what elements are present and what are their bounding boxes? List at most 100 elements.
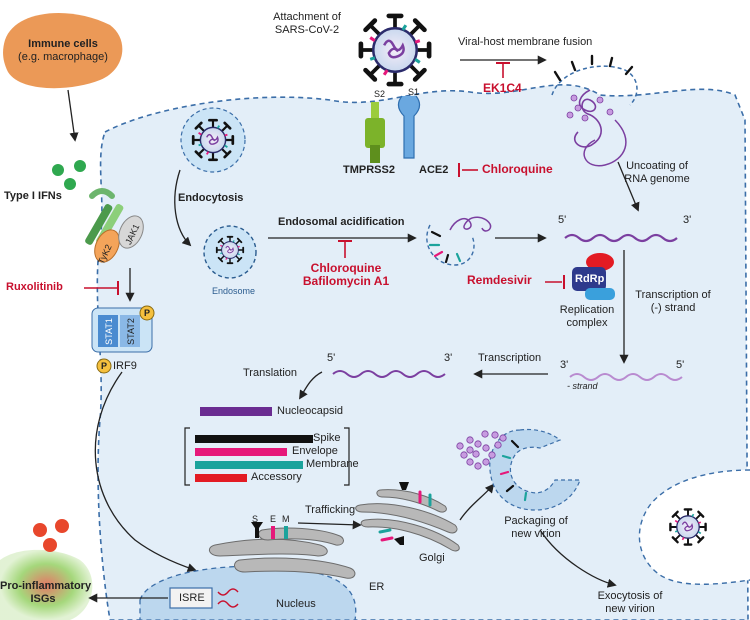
protein-bars bbox=[195, 407, 313, 482]
packaging-icon bbox=[456, 428, 581, 511]
bar-spike bbox=[195, 435, 313, 443]
s2-label: S2 bbox=[374, 89, 386, 99]
tmprss2-protease-icon bbox=[365, 102, 385, 163]
replication-line1: Replication bbox=[559, 304, 615, 316]
endosomal-acidification-label: Endosomal acidification bbox=[278, 216, 405, 228]
immune-cells-label: Immune cells (e.g. macrophage) bbox=[8, 38, 118, 64]
translation-label: Translation bbox=[243, 367, 298, 379]
acidification-inhibitors: Chloroquine Bafilomycin A1 bbox=[296, 262, 396, 288]
e-protein-label: E bbox=[270, 514, 277, 524]
bar-envelope bbox=[195, 448, 287, 456]
pro-inflammatory-label: Pro-inflammatory ISGs bbox=[0, 580, 92, 606]
pro-inflammatory-line1: Pro-inflammatory bbox=[0, 580, 92, 592]
packaging-label: Packaging of new virion bbox=[496, 515, 576, 541]
uncoating-label: Uncoating of RNA genome bbox=[612, 160, 702, 186]
uncoating-line1: Uncoating of bbox=[626, 160, 688, 172]
ek1c4-label: EK1C4 bbox=[483, 81, 522, 95]
transcription-neg-line1: Transcription of bbox=[635, 289, 711, 301]
trafficking-label: Trafficking bbox=[305, 504, 356, 516]
immune-cell-blob bbox=[3, 12, 123, 89]
mrna-strand bbox=[332, 370, 446, 378]
replication-complex-label: Replication complex bbox=[555, 304, 619, 330]
packaging-line2: new virion bbox=[511, 528, 561, 540]
endosome-icon bbox=[203, 225, 257, 279]
minus-strand-3prime: 3' bbox=[560, 359, 569, 371]
irf9-label: IRF9 bbox=[113, 360, 137, 372]
exocytosis-virion-icon bbox=[669, 508, 707, 546]
accessory-label: Accessory bbox=[251, 471, 302, 483]
immune-cells-subtitle: (e.g. macrophage) bbox=[18, 51, 108, 63]
ifn-receptor-icon bbox=[85, 188, 144, 263]
bar-membrane bbox=[195, 461, 303, 469]
isre-label: ISRE bbox=[179, 592, 205, 604]
ace2-receptor-icon bbox=[397, 95, 421, 159]
exocytosis-line1: Exocytosis of bbox=[597, 590, 663, 602]
endosome-label: Endosome bbox=[212, 286, 256, 296]
positive-strand-rna bbox=[564, 233, 678, 243]
attachment-line1: Attachment of bbox=[273, 11, 341, 23]
type-i-ifns-label: Type I IFNs bbox=[4, 190, 62, 202]
exocytosis-line2: new virion bbox=[605, 603, 655, 615]
attachment-label: Attachment of SARS-CoV-2 bbox=[262, 11, 352, 37]
endocytosis-vesicle-icon bbox=[180, 107, 246, 173]
attachment-virion-icon bbox=[361, 16, 429, 84]
ifn-dots bbox=[52, 160, 86, 190]
bar-accessory bbox=[195, 474, 247, 482]
isre-box bbox=[169, 587, 213, 609]
stat-complex-icon bbox=[91, 305, 155, 374]
replication-line2: complex bbox=[566, 317, 608, 329]
tmprss2-label: TMPRSS2 bbox=[343, 164, 395, 176]
pro-inflammatory-line2: ISGs bbox=[30, 593, 56, 605]
chloroquine-ace2-label: Chloroquine bbox=[482, 162, 553, 176]
nucleocapsid-label: Nucleocapsid bbox=[277, 405, 344, 417]
exocytosis-label: Exocytosis of new virion bbox=[590, 590, 670, 616]
s1-label: S1 bbox=[408, 87, 420, 97]
attachment-line2: SARS-CoV-2 bbox=[274, 24, 340, 36]
endocytosis-label: Endocytosis bbox=[178, 192, 244, 204]
envelope-label: Envelope bbox=[292, 445, 338, 457]
transcription-neg-line2: (-) strand bbox=[650, 302, 696, 314]
uncoating-line2: RNA genome bbox=[624, 173, 690, 185]
s-protein-label: S bbox=[252, 514, 259, 524]
golgi-label: Golgi bbox=[419, 552, 445, 564]
m-protein-label: M bbox=[282, 514, 290, 524]
transcription-neg-label: Transcription of (-) strand bbox=[628, 289, 718, 315]
bafilomycin-label: Bafilomycin A1 bbox=[302, 274, 390, 288]
er-proteins bbox=[251, 522, 288, 539]
stat2-label: STAT2 bbox=[125, 318, 136, 345]
uncoating-endosome-icon bbox=[426, 216, 492, 266]
spike-label: Spike bbox=[313, 432, 341, 444]
remdesivir-label: Remdesivir bbox=[467, 273, 532, 287]
membrane-label: Membrane bbox=[306, 458, 359, 470]
packaging-line1: Packaging of bbox=[504, 515, 568, 527]
negative-strand-rna bbox=[569, 373, 683, 381]
plus-strand-5prime: 5' bbox=[558, 214, 567, 226]
transcription-label: Transcription bbox=[478, 352, 542, 364]
ace2-label: ACE2 bbox=[419, 164, 449, 176]
viral-fusion-label: Viral-host membrane fusion bbox=[458, 36, 593, 48]
pro-inflammatory-blob bbox=[0, 549, 93, 620]
nucleus-label: Nucleus bbox=[276, 598, 316, 610]
fusion-membrane-icon bbox=[551, 54, 638, 167]
minus-strand-label: - strand bbox=[567, 381, 598, 391]
ruxolitinib-label: Ruxolitinib bbox=[6, 281, 63, 293]
stat1-label: STAT1 bbox=[103, 318, 114, 345]
er-label: ER bbox=[369, 581, 385, 593]
mrna-3prime: 3' bbox=[444, 352, 453, 364]
cytokine-dots bbox=[33, 519, 69, 552]
dna-helix-icon bbox=[217, 588, 239, 608]
er-icon bbox=[208, 527, 356, 579]
rdrp-complex-icon bbox=[572, 253, 615, 300]
phospho-label-top: P bbox=[144, 308, 151, 318]
chloroquine-endosome-label: Chloroquine bbox=[310, 261, 382, 275]
mrna-5prime: 5' bbox=[327, 352, 336, 364]
rdrp-label: RdRp bbox=[575, 273, 605, 285]
plus-strand-3prime: 3' bbox=[683, 214, 692, 226]
minus-strand-5prime: 5' bbox=[676, 359, 685, 371]
golgi-icon bbox=[355, 489, 460, 552]
bar-nucleocapsid bbox=[200, 407, 272, 416]
golgi-proteins bbox=[378, 482, 432, 545]
immune-cells-title: Immune cells bbox=[28, 38, 98, 50]
